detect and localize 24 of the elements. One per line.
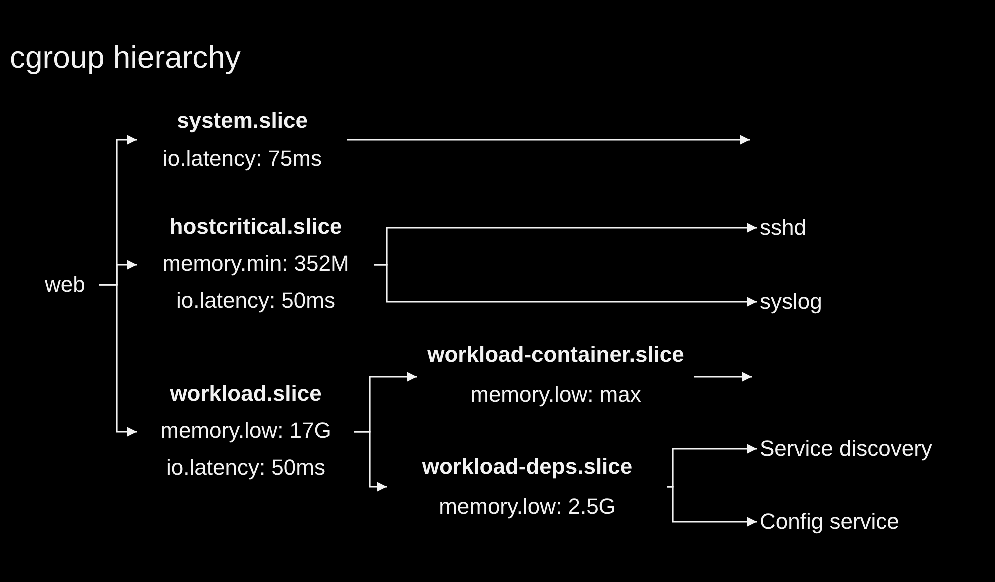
root-label: web — [45, 270, 97, 300]
slice-name: system.slice — [177, 107, 308, 135]
slice-name: workload-deps.slice — [422, 453, 633, 481]
slice-name: workload.slice — [170, 380, 322, 408]
process-label: syslog — [760, 287, 840, 317]
slice-setting: memory.low: max — [470, 381, 642, 409]
connector-arrow — [354, 431, 387, 492]
diagram-title: cgroup hierarchy — [10, 40, 241, 76]
slice-setting: memory.low: 17G — [160, 417, 332, 445]
slice-setting: io.latency: 50ms — [176, 287, 336, 315]
slice-setting: memory.low: 2.5G — [439, 493, 616, 521]
slice-setting: io.latency: 50ms — [166, 454, 326, 482]
process-label: Service discovery — [760, 434, 960, 464]
slice-setting: memory.min: 352M — [162, 250, 350, 278]
slice-name: hostcritical.slice — [170, 213, 342, 241]
connector-arrow — [694, 372, 752, 382]
connector-arrow — [667, 486, 757, 527]
process-label: Config service — [760, 507, 930, 537]
connector-arrow — [374, 264, 757, 307]
slice-setting: io.latency: 75ms — [163, 145, 322, 173]
connector-arrow — [99, 284, 137, 437]
process-label: sshd — [760, 213, 820, 243]
slice-name: workload-container.slice — [428, 341, 684, 369]
connector-arrow — [347, 135, 750, 145]
